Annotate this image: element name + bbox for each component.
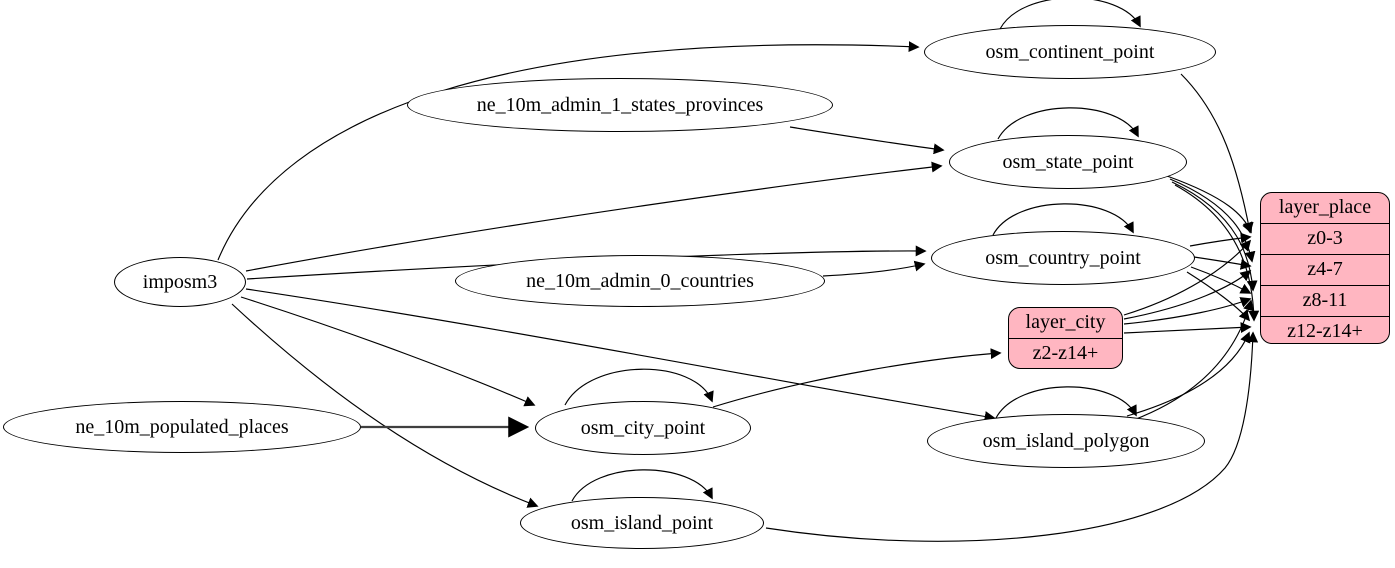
layer_city-title: layer_city bbox=[1025, 311, 1106, 333]
node-ne_10m_populated_places-label: ne_10m_populated_places bbox=[75, 415, 289, 438]
edge-osm_island_point-layer_place-z12_z14 bbox=[765, 331, 1259, 542]
edge-osm_state_point-layer_place-z4_7 bbox=[1169, 178, 1256, 263]
edge-osm_country_point-layer_place-z0_3 bbox=[1189, 232, 1252, 247]
layer_place-title: layer_place bbox=[1278, 196, 1372, 218]
layer_place-row-z4_7: z4-7 bbox=[1261, 254, 1389, 285]
edge-osm_country_point-layer_place-z8_11 bbox=[1190, 266, 1252, 294]
edge-osm_island_polygon-layer_place-z8_11 bbox=[1135, 299, 1254, 420]
edge-imposm3-osm_continent_point bbox=[217, 41, 920, 261]
layer_place-row-z0_3: z0-3 bbox=[1261, 223, 1389, 254]
node-osm_island_point: osm_island_point bbox=[520, 497, 764, 549]
node-osm_island_polygon-label: osm_island_polygon bbox=[982, 429, 1150, 452]
node-ne_10m_populated_places: ne_10m_populated_places bbox=[3, 401, 361, 453]
node-ne_10m_admin_1_states_provinces-label: ne_10m_admin_1_states_provinces bbox=[476, 93, 764, 116]
layer_place-row-z8_11: z8-11 bbox=[1261, 285, 1389, 316]
edge-layer_city-layer_place-z4_7 bbox=[1123, 269, 1252, 320]
edge-imposm3-osm_city_point bbox=[240, 296, 536, 407]
edge-ne_10m_admin_1_states_provinces-osm_state_point bbox=[789, 126, 945, 155]
edge-ne_10m_admin_0_countries-osm_country_point bbox=[822, 260, 926, 277]
layer_city-row-z2_z14: z2-z14+ bbox=[1009, 338, 1122, 368]
layer_place-row-z12_z14: z12-z14+ bbox=[1261, 316, 1389, 343]
selfloop-osm_state_point bbox=[997, 107, 1139, 140]
node-osm_city_point-label: osm_city_point bbox=[580, 416, 706, 439]
edge-imposm3-osm_island_point bbox=[231, 303, 539, 508]
node-ne_10m_admin_0_countries: ne_10m_admin_0_countries bbox=[455, 255, 825, 307]
edge-osm_country_point-layer_place-z4_7 bbox=[1193, 256, 1252, 270]
node-osm_continent_point: osm_continent_point bbox=[924, 25, 1216, 79]
edge-imposm3-osm_island_polygon bbox=[245, 288, 996, 422]
node-layer_place: layer_place z0-3 z4-7 z8-11 z12-z14+ bbox=[1260, 192, 1390, 344]
node-ne_10m_admin_1_states_provinces: ne_10m_admin_1_states_provinces bbox=[407, 78, 833, 132]
selfloop-osm_island_point bbox=[571, 469, 713, 502]
node-osm_country_point: osm_country_point bbox=[931, 231, 1195, 285]
edge-layer_city-layer_place-z12_z14 bbox=[1123, 322, 1252, 334]
edge-osm_state_point-layer_place-z0_3 bbox=[1166, 175, 1253, 234]
selfloop-osm_continent_point bbox=[999, 0, 1141, 30]
edge-layer_city-layer_place-z8_11 bbox=[1123, 297, 1252, 325]
edge-osm_continent_point-layer_place-z0_3 bbox=[1180, 73, 1254, 234]
node-osm_continent_point-label: osm_continent_point bbox=[985, 40, 1155, 63]
edge-osm_island_polygon-layer_place-z12_z14 bbox=[1126, 331, 1251, 417]
edge-osm_city_point-layer_city-z2_z14 bbox=[712, 348, 1002, 408]
edge-osm_state_point-layer_place-z8_11 bbox=[1171, 181, 1258, 292]
node-osm_city_point: osm_city_point bbox=[535, 401, 751, 455]
node-imposm3: imposm3 bbox=[114, 257, 246, 307]
node-ne_10m_admin_0_countries-label: ne_10m_admin_0_countries bbox=[526, 269, 754, 292]
selfloop-osm_city_point bbox=[564, 368, 714, 406]
node-osm_island_point-label: osm_island_point bbox=[570, 511, 714, 534]
selfloop-osm_country_point bbox=[992, 203, 1134, 236]
node-osm_state_point: osm_state_point bbox=[949, 135, 1187, 189]
node-layer_city: layer_city z2-z14+ bbox=[1008, 307, 1123, 369]
node-osm_island_polygon: osm_island_polygon bbox=[927, 414, 1205, 468]
node-osm_country_point-label: osm_country_point bbox=[985, 246, 1141, 269]
edge-layer_city-layer_place-z0_3 bbox=[1123, 239, 1252, 316]
node-osm_state_point-label: osm_state_point bbox=[1002, 150, 1134, 173]
node-imposm3-label: imposm3 bbox=[142, 270, 218, 293]
selfloop-osm_island_polygon bbox=[995, 386, 1137, 419]
edge-imposm3-osm_state_point bbox=[245, 161, 943, 272]
